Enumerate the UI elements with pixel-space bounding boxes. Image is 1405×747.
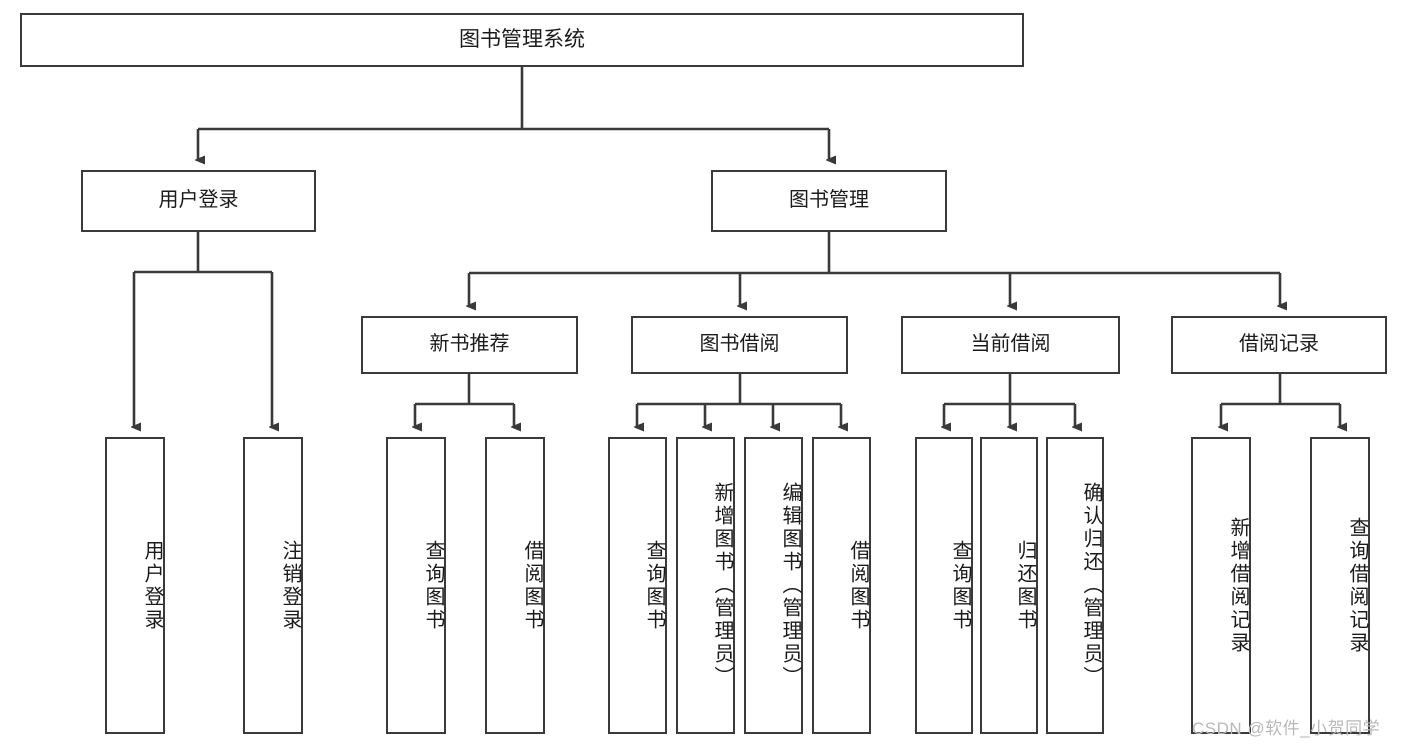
node-label: 当前借阅 — [970, 333, 1051, 356]
node-label: 查询借阅记录 — [1346, 516, 1368, 655]
node-label: 图书管理 — [789, 189, 869, 212]
node-current-borrow[interactable]: 当前借阅 — [901, 316, 1120, 374]
node-user-login[interactable]: 用户登录 — [81, 170, 316, 232]
leaf-edit-book-admin[interactable]: 编辑图书（管理员） — [744, 437, 803, 734]
node-label: 归还图书 — [1014, 539, 1036, 632]
node-label: 查询图书 — [643, 539, 665, 632]
node-label: 借阅图书 — [847, 539, 869, 632]
node-label: 注销登录 — [279, 539, 301, 632]
node-label: 用户登录 — [158, 189, 239, 212]
node-label: 用户登录 — [141, 539, 163, 632]
leaf-logout-login[interactable]: 注销登录 — [243, 437, 303, 734]
leaf-borrow-book[interactable]: 借阅图书 — [812, 437, 871, 734]
node-label: 图书管理系统 — [459, 27, 585, 51]
leaf-query-book-borrow[interactable]: 查询图书 — [608, 437, 667, 734]
node-label: 查询图书 — [422, 539, 444, 632]
watermark-text: CSDN @软件_小贺同学 — [1192, 719, 1381, 738]
node-borrow-record[interactable]: 借阅记录 — [1171, 316, 1387, 374]
leaf-user-login[interactable]: 用户登录 — [105, 437, 165, 734]
node-label: 借阅图书 — [521, 539, 543, 632]
node-label: 新增借阅记录 — [1227, 516, 1249, 655]
node-book-management[interactable]: 图书管理 — [711, 170, 947, 232]
node-book-borrow[interactable]: 图书借阅 — [631, 316, 848, 374]
leaf-query-book-current[interactable]: 查询图书 — [915, 437, 973, 734]
leaf-add-borrow-record[interactable]: 新增借阅记录 — [1191, 437, 1251, 734]
node-new-book-recommend[interactable]: 新书推荐 — [361, 316, 578, 374]
leaf-query-book-recommend[interactable]: 查询图书 — [386, 437, 446, 734]
node-label: 借阅记录 — [1239, 333, 1319, 356]
node-root-book-management-system[interactable]: 图书管理系统 — [20, 13, 1024, 67]
node-label: 图书借阅 — [699, 333, 780, 356]
node-label: 编辑图书（管理员） — [779, 482, 801, 689]
leaf-confirm-return-admin[interactable]: 确认归还（管理员） — [1046, 437, 1104, 734]
node-label: 确认归还（管理员） — [1080, 482, 1102, 689]
node-label: 查询图书 — [949, 539, 971, 632]
leaf-add-book-admin[interactable]: 新增图书（管理员） — [676, 437, 735, 734]
leaf-borrow-book-recommend[interactable]: 借阅图书 — [485, 437, 545, 734]
leaf-query-borrow-record[interactable]: 查询借阅记录 — [1310, 437, 1370, 734]
node-label: 新书推荐 — [429, 333, 510, 356]
leaf-return-book[interactable]: 归还图书 — [980, 437, 1038, 734]
node-label: 新增图书（管理员） — [711, 482, 733, 689]
